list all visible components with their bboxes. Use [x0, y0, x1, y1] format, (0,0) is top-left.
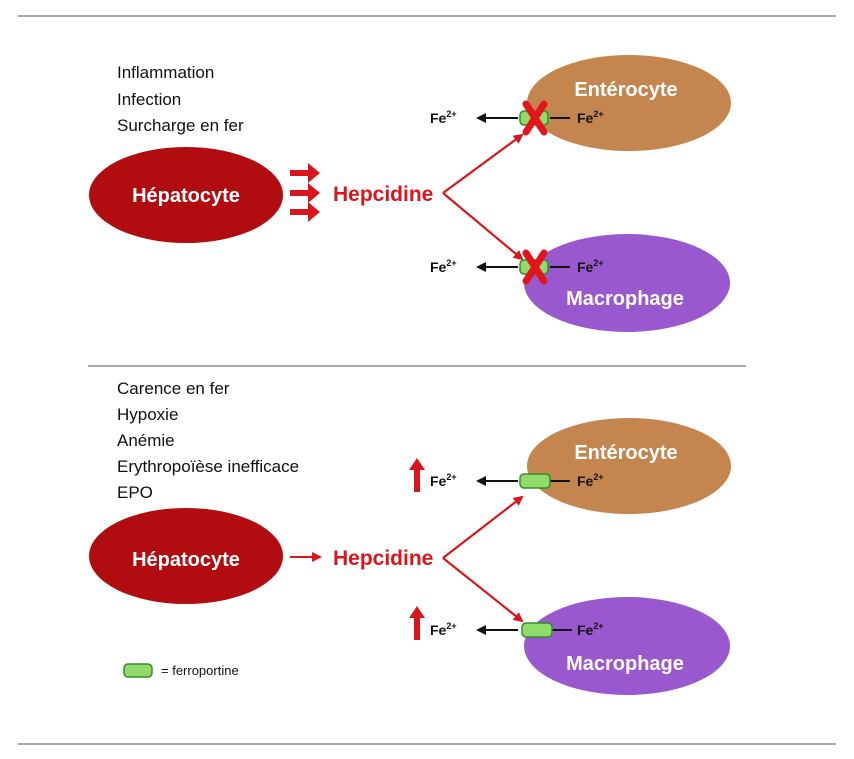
bottom-factor-list: Carence en fer Hypoxie Anémie Erythropoï…	[117, 379, 299, 502]
blocked-cross-icon	[522, 249, 548, 285]
top-factor-list: Inflammation Infection Surcharge en fer	[117, 63, 244, 135]
increase-arrow-icon	[409, 606, 425, 640]
hepatocyte-cell	[89, 508, 283, 604]
hepatocyte-label: Hépatocyte	[132, 185, 240, 207]
factor-item: Anémie	[117, 431, 175, 450]
ferroportin-icon	[519, 473, 551, 489]
top-panel: Inflammation Infection Surcharge en fer …	[89, 55, 731, 332]
factor-item: Carence en fer	[117, 379, 230, 398]
hepatocyte-cell	[89, 147, 283, 243]
hepcidin-to-macrophage-arrow	[442, 192, 524, 261]
factor-item: Hypoxie	[117, 405, 178, 424]
fe-out-label: Fe2+	[430, 621, 457, 638]
fe-in-label: Fe2+	[577, 472, 604, 489]
enterocyte-cell	[527, 418, 731, 514]
ferroportin-icon	[521, 622, 553, 638]
increase-arrow-icon	[409, 458, 425, 492]
stimulation-arrows-icon	[290, 163, 320, 222]
enterocyte-cell	[527, 55, 731, 151]
legend: = ferroportine	[123, 663, 239, 678]
hepatocyte-label: Hépatocyte	[132, 549, 240, 571]
factor-item: Surcharge en fer	[117, 116, 244, 135]
macrophage-cell	[524, 234, 730, 332]
fe-in-label: Fe2+	[577, 258, 604, 275]
factor-item: Inflammation	[117, 63, 214, 82]
factor-item: EPO	[117, 483, 153, 502]
macrophage-label: Macrophage	[566, 288, 684, 310]
factor-item: Infection	[117, 90, 181, 109]
bottom-panel: Carence en fer Hypoxie Anémie Erythropoï…	[89, 379, 731, 695]
ferroportin-icon	[123, 663, 153, 678]
fe-out-label: Fe2+	[430, 472, 457, 489]
enterocyte-label: Entérocyte	[574, 442, 677, 464]
fe-out-label: Fe2+	[430, 258, 457, 275]
hepcidin-to-enterocyte-arrow	[442, 133, 524, 194]
factor-item: Erythropoïèse inefficace	[117, 457, 299, 476]
fe-in-label: Fe2+	[577, 109, 604, 126]
legend-label: = ferroportine	[161, 663, 239, 678]
hepcidin-to-enterocyte-arrow	[442, 495, 524, 559]
macrophage-cell	[524, 597, 730, 695]
macrophage-label: Macrophage	[566, 653, 684, 675]
blocked-cross-icon	[522, 100, 548, 136]
hepcidin-label: Hepcidine	[333, 183, 433, 206]
enterocyte-label: Entérocyte	[574, 79, 677, 101]
hepcidin-to-macrophage-arrow	[442, 557, 524, 623]
fe-in-label: Fe2+	[577, 621, 604, 638]
hepcidin-label: Hepcidine	[333, 547, 433, 570]
fe-out-label: Fe2+	[430, 109, 457, 126]
